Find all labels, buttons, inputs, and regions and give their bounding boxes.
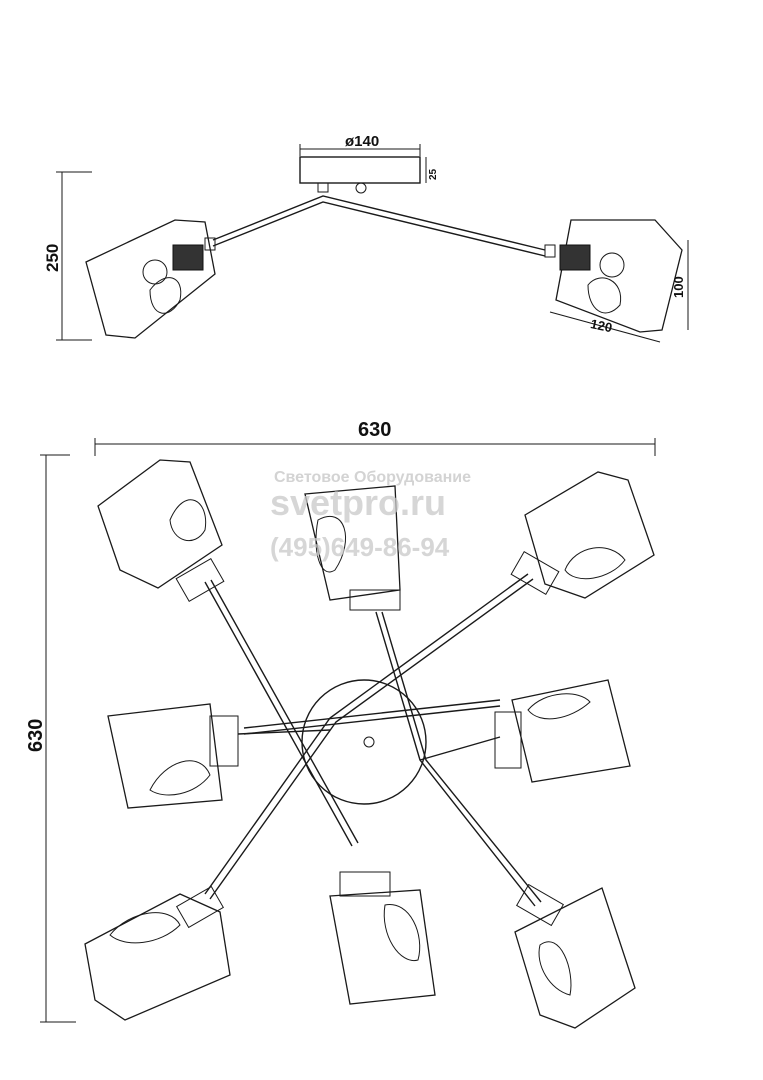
watermark-company: Световое Оборудование xyxy=(274,469,471,486)
width-label: 630 xyxy=(358,419,391,441)
shade-top-center xyxy=(304,485,401,611)
shade-bottom-center xyxy=(329,871,436,1005)
height-label: 630 xyxy=(25,719,47,752)
shade-top-left xyxy=(97,459,225,602)
shade-bottom-right xyxy=(514,883,636,1029)
shade-bottom-left xyxy=(84,885,231,1021)
left-shade xyxy=(85,219,216,339)
side-view: ø140 25 250 100 xyxy=(43,133,689,343)
canopy xyxy=(299,156,421,184)
watermark-phone: (495)649-86-94 xyxy=(270,532,450,562)
watermark: Световое Оборудование svetpro.ru (495)64… xyxy=(270,469,471,562)
right-shade xyxy=(544,219,683,333)
total-height-label: 250 xyxy=(43,244,62,272)
top-view: 630 630 xyxy=(25,419,656,1029)
shade-mid-left xyxy=(107,703,239,809)
shade-height-label: 100 xyxy=(671,276,686,298)
shade-width-label: 120 xyxy=(589,316,613,335)
shade-top-right xyxy=(510,471,655,599)
canopy-height-label: 25 xyxy=(428,168,439,180)
diameter-label: ø140 xyxy=(345,133,379,150)
shade-mid-right xyxy=(494,679,631,783)
watermark-site: svetpro.ru xyxy=(270,482,446,523)
